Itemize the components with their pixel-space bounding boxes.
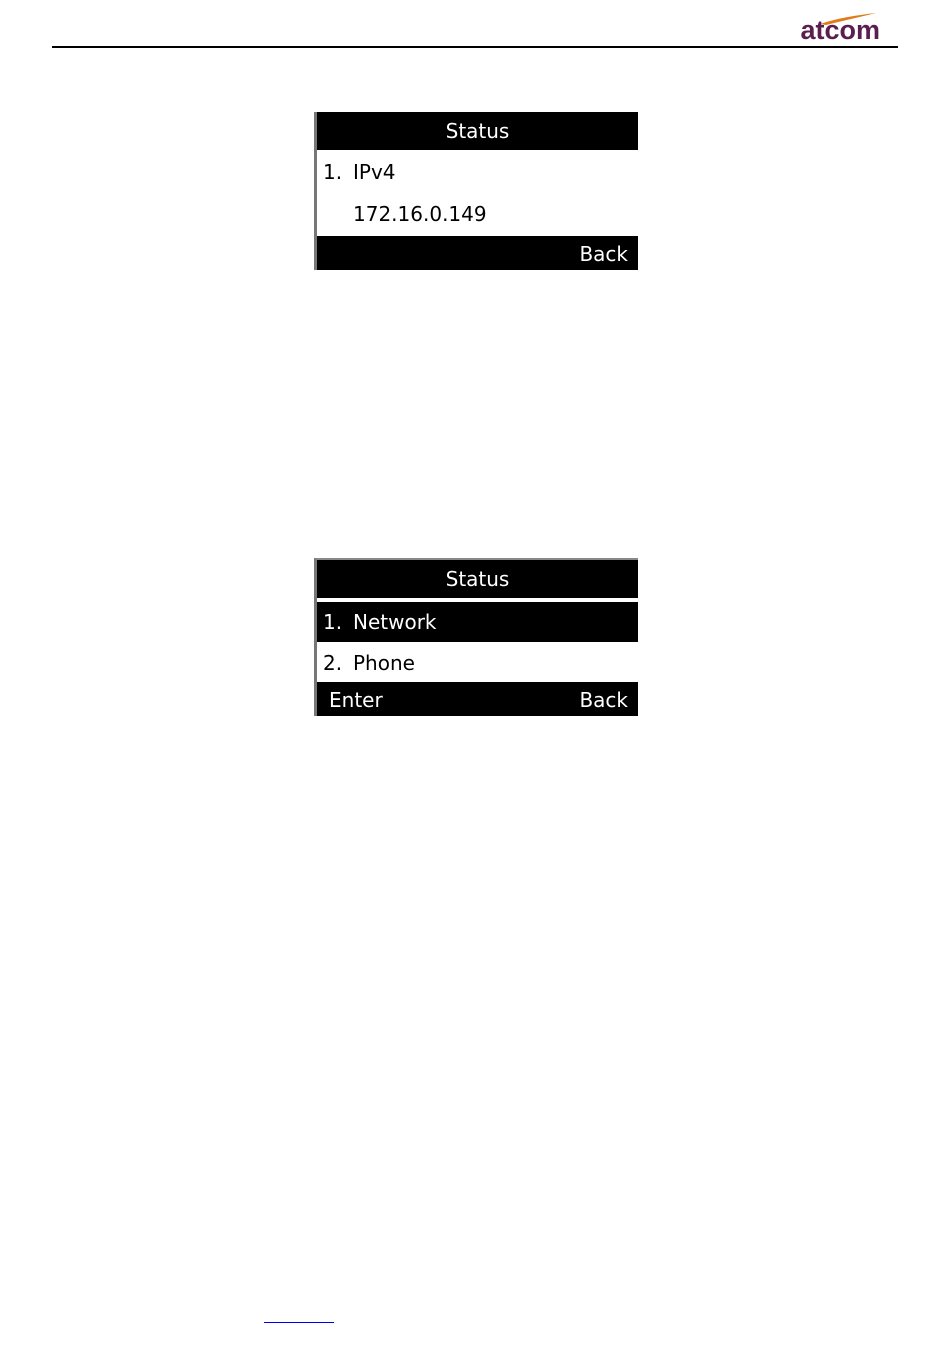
logo-wordmark: atcom [800, 17, 880, 44]
item-label: IPv4 [353, 160, 396, 184]
lcd-item-ipv4[interactable]: 1.IPv4 [317, 152, 638, 192]
page-header: atcom [52, 0, 898, 48]
lcd-softkey-bar: Enter Back [317, 682, 638, 716]
phone-lcd-status-ipv4: Status 1.IPv4 172.16.0.149 Back [314, 112, 638, 270]
item-number: 1. [323, 152, 353, 192]
lcd-title: Status [317, 560, 638, 600]
item-label: Network [353, 610, 437, 634]
atcom-logo: atcom [770, 12, 880, 46]
item-label: Phone [353, 651, 415, 675]
item-number: 2. [323, 643, 353, 683]
phone-lcd-status-menu: Status 1.Network 2.Phone Enter Back [314, 558, 638, 716]
ip-address-value: 172.16.0.149 [353, 202, 487, 226]
lcd-softkey-bar: Back [317, 236, 638, 270]
lcd-ip-address: 172.16.0.149 [317, 194, 638, 234]
softkey-enter[interactable]: Enter [329, 682, 383, 718]
footer-link[interactable] [264, 1308, 334, 1323]
item-number: 1. [323, 602, 353, 642]
lcd-item-phone[interactable]: 2.Phone [317, 643, 638, 683]
softkey-back[interactable]: Back [579, 236, 628, 272]
softkey-back[interactable]: Back [579, 682, 628, 718]
header-divider [52, 46, 898, 48]
lcd-title: Status [317, 112, 638, 150]
lcd-item-network[interactable]: 1.Network [317, 602, 638, 642]
